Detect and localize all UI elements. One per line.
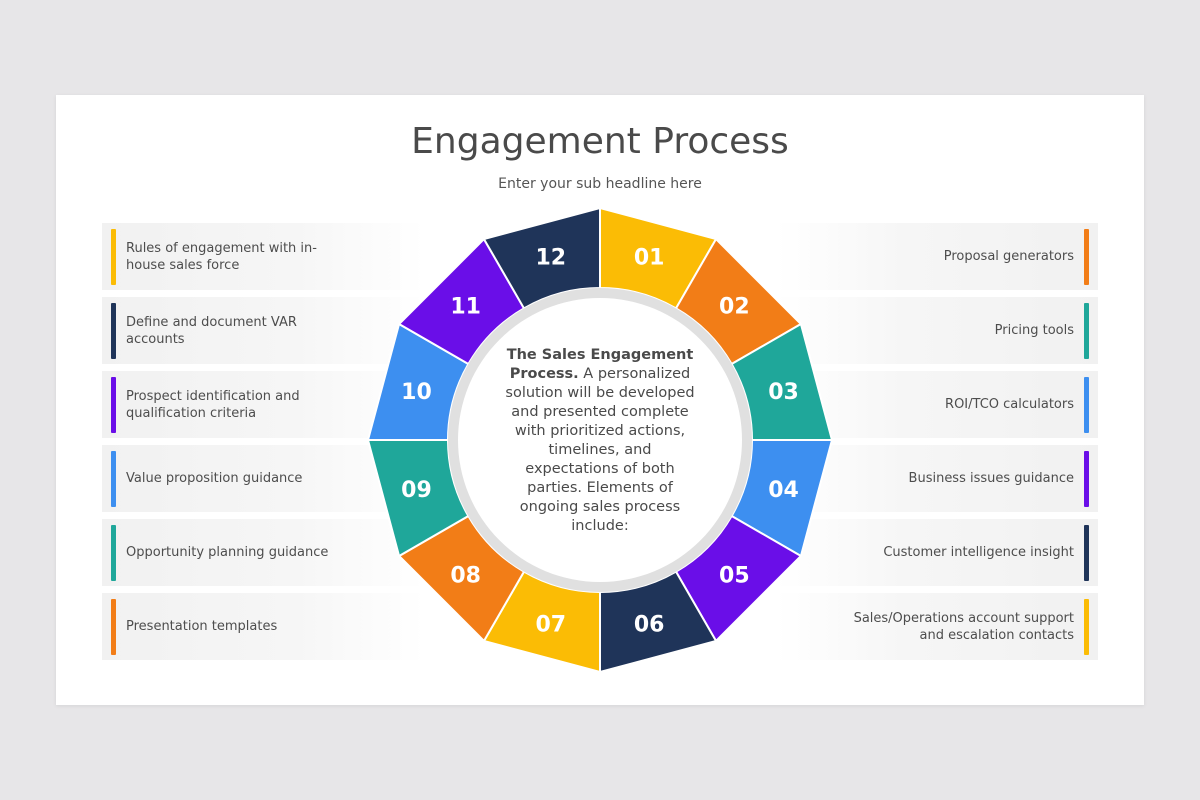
left-item-2-text: Define and document VAR accounts: [126, 314, 297, 347]
right-item-4-accent: [1084, 450, 1089, 507]
page-subtitle: Enter your sub headline here: [498, 176, 702, 192]
left-item-3: Prospect identification and qualificatio…: [102, 371, 424, 438]
right-item-2-text: Pricing tools: [994, 323, 1074, 338]
left-item-5-accent: [111, 524, 116, 581]
left-item-3-accent: [111, 376, 116, 433]
right-item-1: Proposal generators: [776, 223, 1098, 290]
right-item-2: Pricing tools: [776, 297, 1098, 364]
left-item-5-text: Opportunity planning guidance: [126, 545, 329, 560]
right-item-6-text: Sales/Operations account support and esc…: [853, 610, 1074, 643]
segment-05-label: 05: [719, 563, 750, 588]
right-item-5: Customer intelligence insight: [776, 519, 1098, 586]
right-item-6: Sales/Operations account support and esc…: [776, 593, 1098, 660]
right-item-3-accent: [1084, 376, 1089, 433]
segment-11-label: 11: [450, 295, 481, 320]
left-item-6-text: Presentation templates: [126, 619, 278, 634]
segment-09-label: 09: [401, 478, 432, 503]
left-item-1-text: Rules of engagement with in-house sales …: [126, 240, 317, 273]
left-item-1-accent: [111, 228, 116, 285]
right-item-4-text: Business issues guidance: [908, 471, 1074, 486]
right-item-6-accent: [1084, 598, 1089, 655]
segment-12-label: 12: [536, 245, 567, 270]
right-item-1-text: Proposal generators: [943, 249, 1074, 264]
right-item-4: Business issues guidance: [776, 445, 1098, 512]
left-item-4: Value proposition guidance: [102, 445, 424, 512]
right-item-5-accent: [1084, 524, 1089, 581]
right-item-3: ROI/TCO calculators: [776, 371, 1098, 438]
center-description: The Sales Engagement Process. A personal…: [500, 346, 700, 536]
right-item-2-accent: [1084, 302, 1089, 359]
segment-10-label: 10: [401, 380, 432, 405]
segment-07-label: 07: [536, 613, 567, 638]
right-item-1-accent: [1084, 228, 1089, 285]
wheel-labels: 01 02 03 04 05 06 07 08 09 10 11 12: [401, 245, 799, 637]
left-item-6: Presentation templates: [102, 593, 424, 660]
left-item-4-accent: [111, 450, 116, 507]
left-item-5: Opportunity planning guidance: [102, 519, 424, 586]
right-item-3-text: ROI/TCO calculators: [945, 397, 1074, 412]
left-item-6-accent: [111, 598, 116, 655]
center-description-body: A personalized solution will be develope…: [505, 366, 695, 534]
wheel-segments: [367, 207, 833, 673]
segment-04-label: 04: [768, 478, 799, 503]
segment-01-label: 01: [634, 245, 665, 270]
left-item-4-text: Value proposition guidance: [126, 471, 303, 486]
segment-02-label: 02: [719, 295, 750, 320]
left-item-2-accent: [111, 302, 116, 359]
segment-03-label: 03: [768, 380, 799, 405]
segment-06-label: 06: [634, 613, 665, 638]
segment-12: [483, 207, 601, 310]
page-title: Engagement Process: [411, 121, 789, 162]
segment-08-label: 08: [450, 563, 481, 588]
right-item-5-text: Customer intelligence insight: [883, 545, 1074, 560]
left-item-1: Rules of engagement with in-house sales …: [102, 223, 424, 290]
left-item-2: Define and document VAR accounts: [102, 297, 424, 364]
left-item-3-text: Prospect identification and qualificatio…: [126, 388, 300, 421]
center-description-bold: The Sales Engagement Process.: [506, 347, 694, 382]
center-circle: [458, 298, 742, 582]
